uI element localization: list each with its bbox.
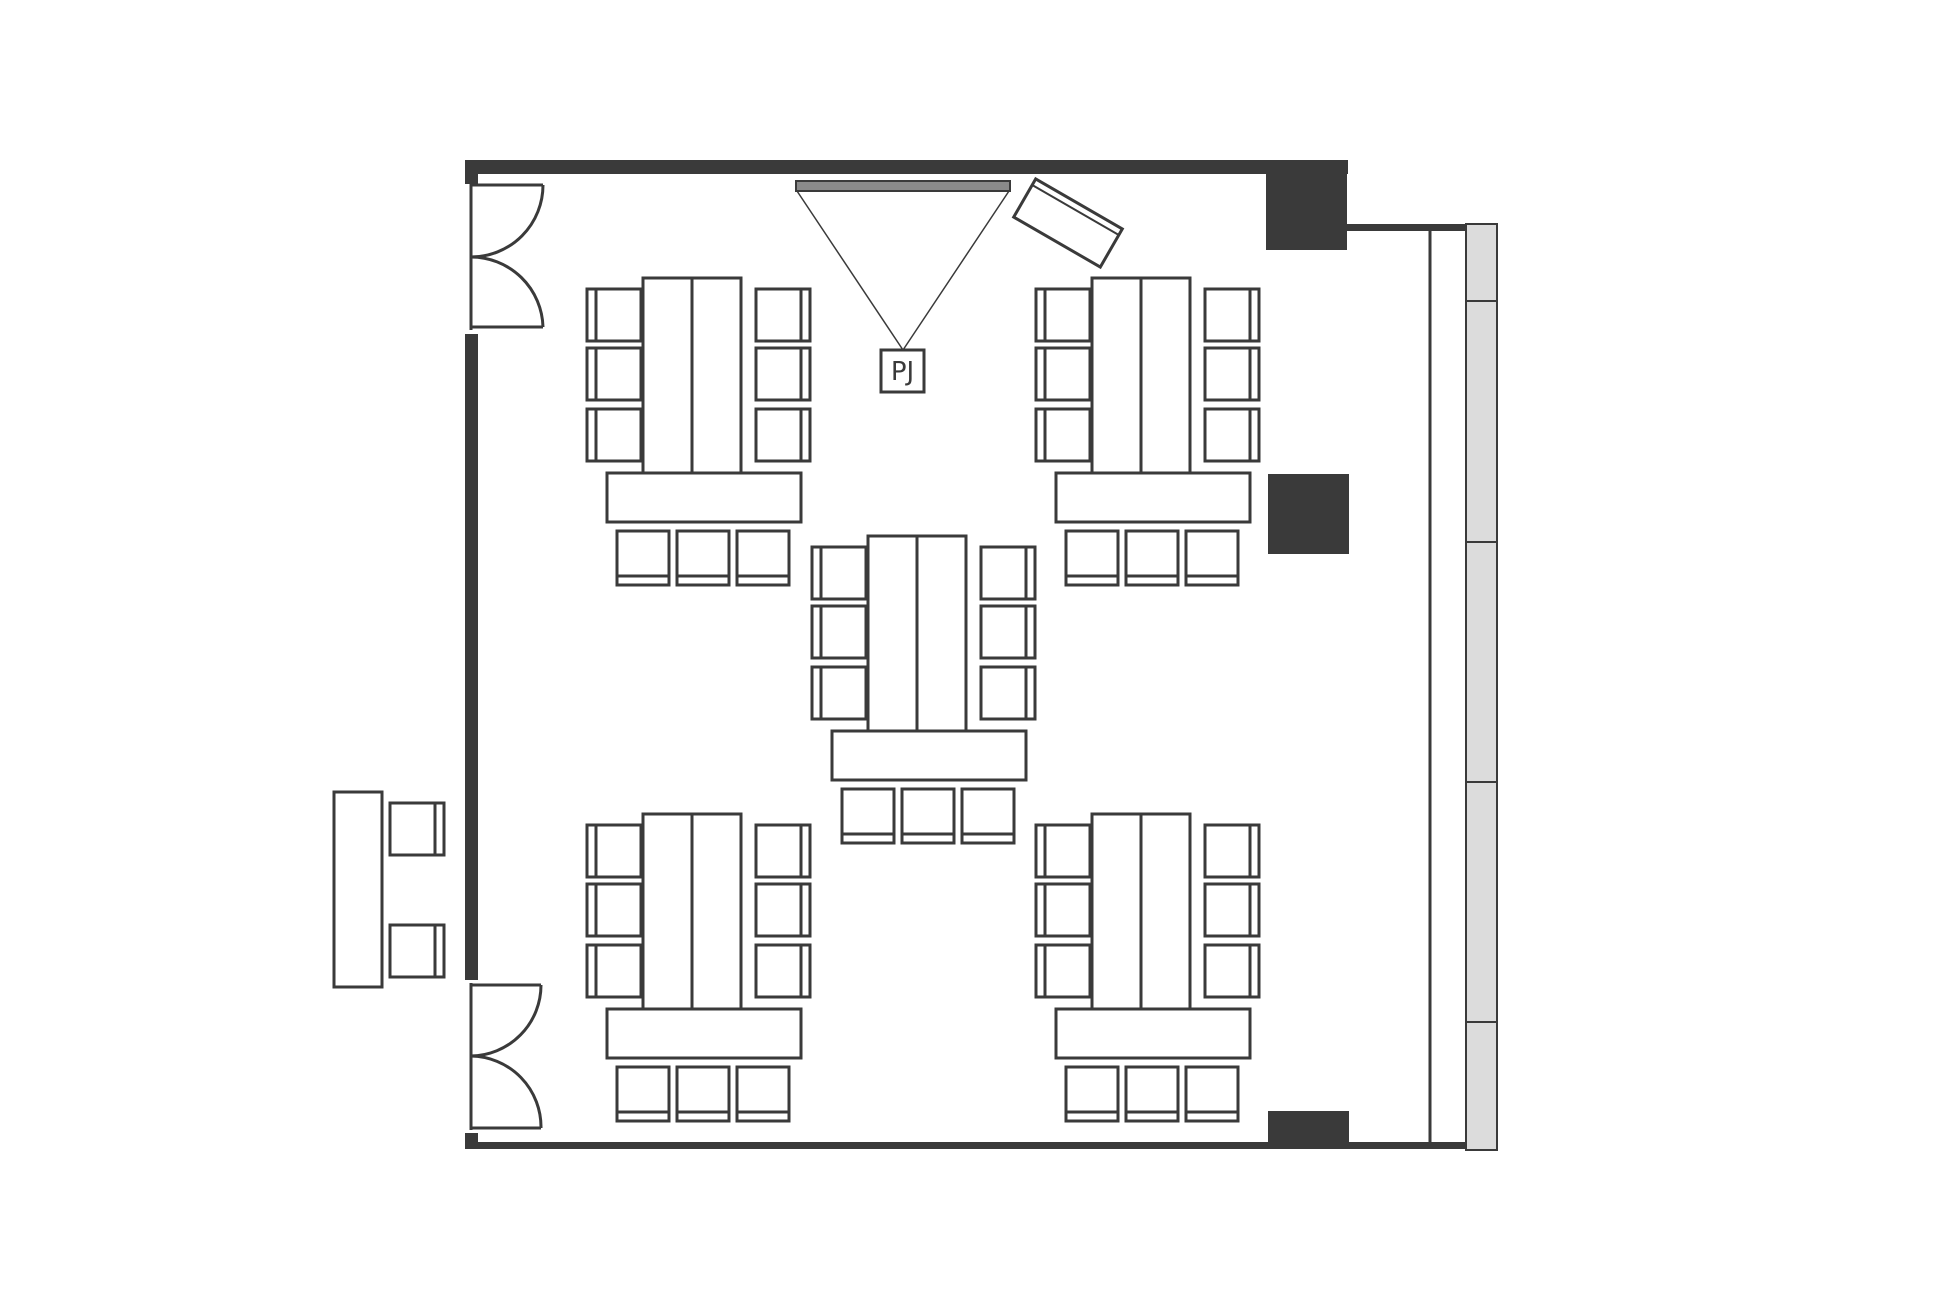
projector-label: PJ — [891, 357, 914, 387]
projection-beam — [796, 190, 904, 351]
column-bottom-right — [1268, 1111, 1349, 1149]
table-group-center — [812, 536, 1035, 843]
window-wall — [1428, 223, 1498, 1151]
walls — [465, 160, 1468, 1149]
table-group-top-left — [587, 278, 810, 585]
left-wall-stub-top — [465, 160, 478, 184]
projection-setup: PJ — [795, 176, 1125, 394]
left-wall-segment — [465, 334, 478, 980]
top-wall — [466, 160, 1348, 174]
columns — [1266, 160, 1349, 1149]
reception-chair — [388, 923, 446, 979]
projector-box — [879, 348, 926, 394]
top-right-wall — [1346, 224, 1468, 231]
lectern — [1011, 176, 1125, 270]
reception-area — [332, 790, 446, 989]
projection-screen — [795, 180, 1011, 192]
bottom-wall — [466, 1142, 1348, 1149]
window-glass — [1465, 223, 1498, 1151]
table-group-bottom-left — [587, 814, 810, 1121]
reception-chair — [388, 801, 446, 857]
projection-beam — [902, 190, 1010, 351]
door-top[interactable] — [469, 183, 545, 330]
bottom-right-wall — [1346, 1142, 1468, 1149]
column-top-right — [1266, 160, 1347, 250]
table-group-top-right — [1036, 278, 1259, 585]
column-middle-right — [1268, 474, 1349, 554]
reception-table — [332, 790, 384, 989]
door-bottom[interactable] — [469, 983, 543, 1130]
left-wall-stub-bottom — [465, 1133, 478, 1149]
table-group-bottom-right — [1036, 814, 1259, 1121]
